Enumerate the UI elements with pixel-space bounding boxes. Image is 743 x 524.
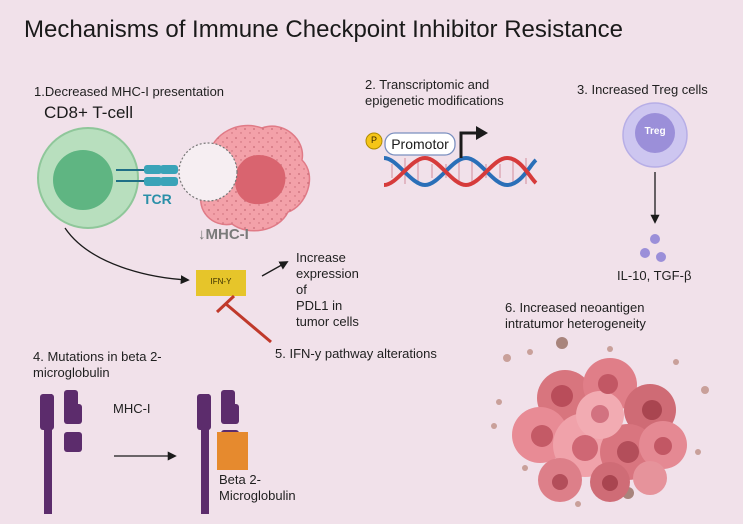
section3-heading: 3. Increased Treg cells — [577, 82, 708, 97]
b2m-label-line2: Microglobulin — [219, 488, 296, 503]
section4-heading: 4. Mutations in beta 2- microglobulin — [33, 349, 162, 381]
pdl1-line: Increase — [296, 250, 346, 265]
ifn-pathway-inhibitor-icon — [215, 294, 272, 344]
mhc-i-label: MHC-I — [113, 401, 151, 416]
decreased-mhc-label: ↓MHC-I — [198, 226, 249, 243]
pdl1-line: tumor cells — [296, 314, 359, 329]
ifn-y-box — [196, 270, 246, 296]
page-title: Mechanisms of Immune Checkpoint Inhibito… — [24, 16, 623, 43]
ifn-to-pdl1-arrow — [261, 261, 289, 277]
section2-heading: 2. Transcriptomic and epigenetic modific… — [365, 77, 504, 109]
treg-cell-icon — [622, 102, 688, 168]
treg-label: Treg — [644, 126, 666, 137]
section6-heading: 6. Increased neoantigen intratumor heter… — [505, 300, 646, 332]
p-badge-icon — [365, 132, 383, 150]
cd8-t-cell-label: CD8+ T-cell — [44, 103, 133, 122]
promotor-label: Promotor — [391, 136, 449, 152]
section2-heading-line2: epigenetic modifications — [365, 93, 504, 108]
tcell-to-ifn-arrow — [64, 227, 190, 285]
cytokines-label: IL-10, TGF-β — [617, 268, 692, 283]
section5-heading: 5. IFN-y pathway alterations — [275, 346, 437, 361]
promotor-box-icon — [384, 132, 456, 156]
pdl1-line: of — [296, 282, 307, 297]
pdl1-expression-text: Increase expression of PDL1 in tumor cel… — [296, 250, 359, 330]
dna-helix-icon — [383, 155, 538, 188]
section4-heading-line2: microglobulin — [33, 365, 110, 380]
p-badge-label: P — [370, 135, 377, 145]
ifn-y-box-label: IFN-Y — [210, 277, 232, 286]
cytokine-dots-icon — [640, 234, 666, 262]
section6-heading-line2: intratumor heterogeneity — [505, 316, 646, 331]
pdl1-line: PDL1 in — [296, 298, 343, 313]
b2m-label: Beta 2- Microglobulin — [219, 472, 296, 504]
tumor-cluster-icon — [491, 337, 709, 507]
section2-heading-line1: 2. Transcriptomic and — [365, 77, 490, 92]
mhc-dashed-circle-icon — [178, 142, 238, 202]
pdl1-line: expression — [296, 266, 359, 281]
section1-heading: 1.Decreased MHC-I presentation — [34, 84, 225, 99]
tcr-receptor-icon — [116, 165, 178, 186]
transcription-start-arrow-icon — [459, 126, 488, 158]
section6-heading-line1: 6. Increased neoantigen — [505, 300, 645, 315]
section4-heading-line1: 4. Mutations in beta 2- — [33, 349, 162, 364]
tcr-label: TCR — [143, 191, 172, 207]
beta2-microglobulin-box — [217, 432, 248, 470]
mhc-i-b2m-molecule-icon — [197, 390, 248, 514]
cd8-t-cell-icon — [37, 127, 139, 229]
b2m-label-line1: Beta 2- — [219, 472, 261, 487]
mhc-i-molecule-icon — [40, 390, 82, 514]
